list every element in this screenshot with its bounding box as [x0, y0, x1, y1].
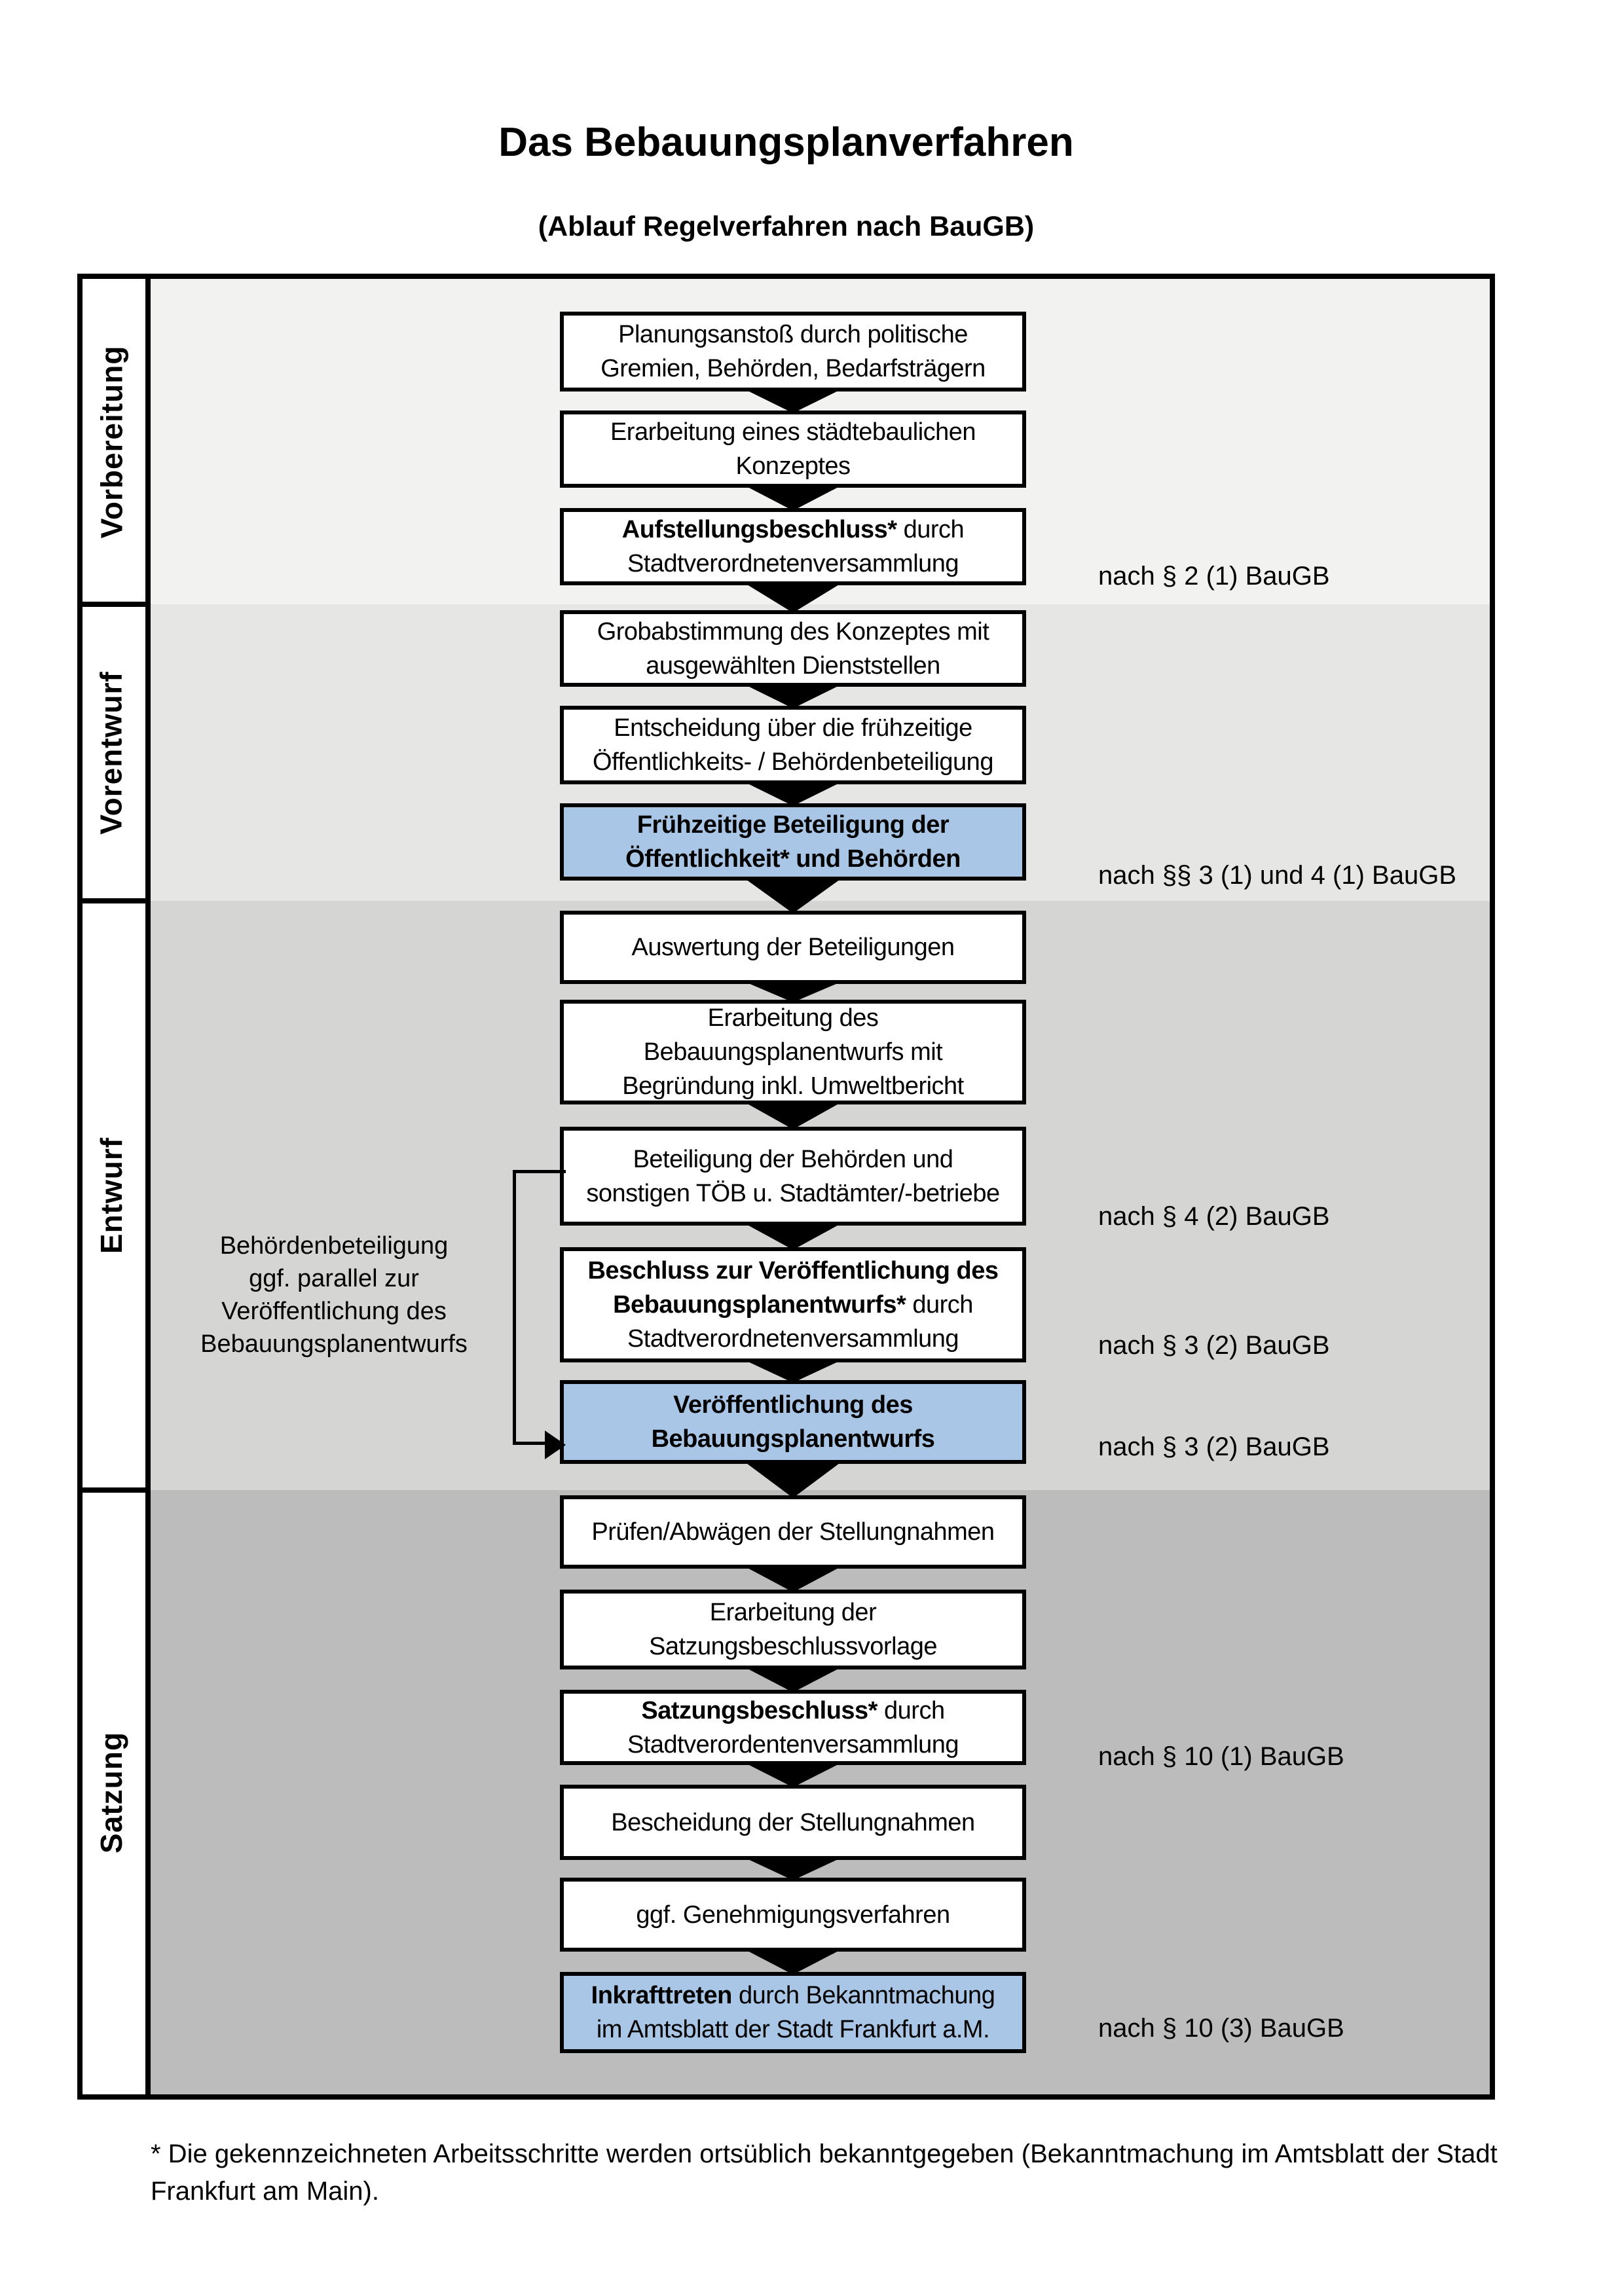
bracket-arrowhead-icon: [545, 1430, 566, 1459]
flow-arrow-down-icon: [744, 1102, 842, 1129]
flow-arrow-down-icon: [744, 1566, 842, 1592]
flow-step-text-line: Stadtverordnetenversammlung: [627, 1325, 959, 1353]
flow-step-text-line: Satzungsbeschlussvorlage: [648, 1633, 938, 1660]
phase-label-vorentwurf: Vorentwurf: [77, 604, 145, 901]
flow-step-text-line: Planungsanstoß durch politische: [618, 321, 968, 348]
phase-label-text: Vorbereitung: [94, 345, 129, 538]
flow-arrow-down-icon: [744, 583, 842, 613]
flow-step-text-line: im Amtsblatt der Stadt Frankfurt a.M.: [596, 2016, 990, 2043]
flow-step-text-line: Prüfen/Abwägen der Stellungnahmen: [591, 1518, 995, 1546]
flow-step-text-line: sonstigen TÖB u. Stadtämter/-betriebe: [586, 1179, 1000, 1207]
law-reference: nach § 10 (1) BauGB: [1098, 1742, 1344, 1771]
flow-step-text-line: Auswertung der Beteiligungen: [631, 934, 955, 961]
side-note: Behördenbeteiligung ggf. parallel zur Ve…: [200, 1232, 468, 1358]
phase-label-text: Entwurf: [94, 1137, 129, 1254]
flow-arrow-down-icon: [744, 1762, 842, 1787]
phase-label-text: Satzung: [94, 1731, 129, 1853]
flow-arrow-down-icon: [744, 1949, 842, 1975]
bracket-line-vertical: [513, 1170, 516, 1445]
flow-arrow-down-icon: [744, 1360, 842, 1383]
flow-step-text-line: Grobabstimmung des Konzeptes mit: [597, 617, 989, 646]
flow-step: Grobabstimmung des Konzeptes mit ausgewäh…: [560, 610, 1026, 687]
flow-arrow-down-icon: [744, 981, 842, 1002]
law-reference: nach § 3 (2) BauGB: [1098, 1432, 1330, 1461]
flow-step-text-line: Satzungsbeschluss* durch: [641, 1696, 945, 1724]
flow-step-text-line: Gremien, Behörden, Bedarfsträgern: [600, 355, 986, 382]
bracket-line-bottom: [513, 1442, 547, 1445]
flow-step-text-line: Stadtverordentenversammlung: [627, 1730, 959, 1758]
law-reference: nach § 4 (2) BauGB: [1098, 1202, 1330, 1231]
flow-step: Auswertung der Beteiligungen: [560, 911, 1026, 984]
phase-label-satzung: Satzung: [77, 1490, 145, 2094]
flow-step-text-line: Erarbeitung eines städtebaulichen: [610, 418, 976, 446]
flow-arrow-down-icon: [744, 1223, 842, 1250]
flow-step-text-line: Bebauungsplanentwurfs* durch: [613, 1291, 973, 1319]
flow-step-text-line: Öffentlichkeits- / Behördenbeteiligung: [593, 748, 993, 776]
flow-step-text-line: Bescheidung der Stellungnahmen: [611, 1808, 975, 1836]
footnote: * Die gekennzeichneten Arbeitsschritte w…: [151, 2140, 1498, 2206]
flow-step-text-line: Erarbeitung des: [707, 1004, 879, 1032]
flow-step-text-line: ggf. Genehmigungsverfahren: [636, 1901, 950, 1929]
flow-step-text-line: ausgewählten Dienststellen: [646, 651, 940, 680]
flow-arrow-down-icon: [744, 1857, 842, 1880]
flow-arrow-down-icon: [744, 485, 842, 511]
flow-arrow-down-icon: [744, 878, 842, 913]
flow-step-text-line: Inkrafttreten durch Bekanntmachung: [591, 1982, 995, 2009]
bracket-line-top: [513, 1170, 566, 1173]
flow-arrow-down-icon: [744, 1461, 842, 1498]
flow-step-text-line: Erarbeitung der: [709, 1599, 877, 1626]
law-reference: nach § 3 (2) BauGB: [1098, 1331, 1330, 1360]
phase-column-divider: [145, 274, 151, 2100]
phase-separator-line: [83, 1487, 145, 1493]
flow-step: Prüfen/Abwägen der Stellungnahmen: [560, 1495, 1026, 1569]
phase-label-vorbereitung: Vorbereitung: [77, 279, 145, 604]
flow-arrow-down-icon: [744, 684, 842, 708]
phase-label-text: Vorentwurf: [94, 670, 128, 835]
law-reference: nach § 2 (1) BauGB: [1098, 562, 1330, 591]
flow-step-text-line: Bebauungsplanentwurfs mit: [643, 1038, 943, 1066]
flow-arrow-down-icon: [744, 782, 842, 806]
flow-step-text-line: Beteiligung der Behörden und: [633, 1145, 953, 1173]
flow-step-text-line: Veröffentlichung des: [673, 1391, 913, 1419]
flow-step: Inkrafttreten durch Bekanntmachung im Amt…: [560, 1972, 1026, 2053]
law-reference: nach §§ 3 (1) und 4 (1) BauGB: [1098, 861, 1456, 890]
flow-step: ggf. Genehmigungsverfahren: [560, 1878, 1026, 1952]
page-subtitle: (Ablauf Regelverfahren nach BauGB): [538, 211, 1035, 242]
phase-label-entwurf: Entwurf: [77, 901, 145, 1490]
phase-separator-line: [83, 898, 145, 903]
flow-step: Beteiligung der Behörden und sonstigen TÖ…: [560, 1127, 1026, 1226]
flow-step-text-line: Öffentlichkeit* und Behörden: [625, 845, 961, 873]
flow-step: Bescheidung der Stellungnahmen: [560, 1785, 1026, 1860]
page-title: Das Bebauungsplanverfahren: [498, 120, 1074, 165]
flow-step-text-line: Beschluss zur Veröffentlichung des: [587, 1257, 999, 1285]
law-reference: nach § 10 (3) BauGB: [1098, 2014, 1344, 2043]
flow-step-text-line: Begründung inkl. Umweltbericht: [622, 1072, 964, 1100]
flow-step-text-line: Bebauungsplanentwurfs: [651, 1425, 935, 1453]
flow-arrow-down-icon: [744, 1667, 842, 1692]
flow-step-text-line: Aufstellungsbeschluss* durch: [621, 516, 965, 543]
flow-step-text-line: Entscheidung über die frühzeitige: [614, 714, 972, 742]
flow-step-text-line: Stadtverordnetenversammlung: [627, 550, 959, 577]
flow-arrow-down-icon: [744, 389, 842, 413]
flow-step-text-line: Frühzeitige Beteiligung der: [637, 811, 950, 839]
phase-separator-line: [83, 602, 145, 607]
flow-step-text-line: Konzeptes: [735, 452, 851, 480]
